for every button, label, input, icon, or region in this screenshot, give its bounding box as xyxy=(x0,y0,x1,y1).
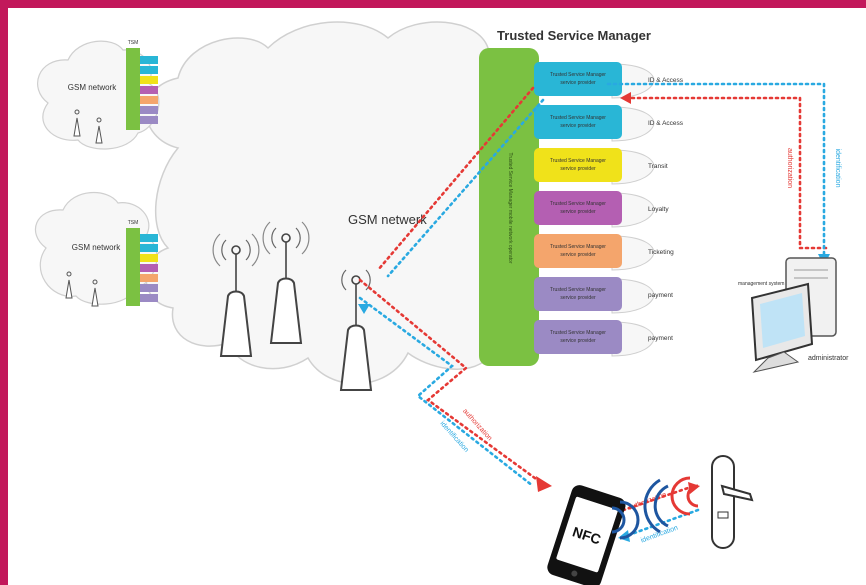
small-tsm-box-top xyxy=(126,48,140,130)
provider-label: service provider xyxy=(560,252,596,258)
provider-label: service provider xyxy=(560,123,596,129)
provider-category: Loyalty xyxy=(648,206,669,213)
provider-box xyxy=(534,234,622,268)
phone-authorization-label: authorization xyxy=(461,408,493,443)
provider-row: Trusted Service Manager service provider p… xyxy=(534,320,673,357)
tsm-title: Trusted Service Manager xyxy=(497,28,651,43)
provider-box xyxy=(534,320,622,354)
provider-label: Trusted Service Manager xyxy=(550,72,606,78)
arrow-red-phone xyxy=(536,476,552,492)
tower-to-phone-red xyxy=(358,278,545,486)
arrow-red-admin xyxy=(620,92,631,104)
provider-label: service provider xyxy=(560,166,596,172)
nfc-tsm-architecture-diagram: GSM network TSM GSM network TSM GSM netw… xyxy=(34,21,849,585)
tower-3 xyxy=(339,269,373,391)
tsm-to-tower-red xyxy=(376,86,535,272)
provider-category: ID & Access xyxy=(648,120,684,127)
provider-box xyxy=(534,191,622,225)
provider-box xyxy=(534,148,622,182)
provider-box xyxy=(534,105,622,139)
provider-label: service provider xyxy=(560,80,596,86)
mini-antenna-bottom-2 xyxy=(91,279,99,307)
tower-to-phone-blue xyxy=(358,296,535,488)
admin-identification-label: identification xyxy=(834,149,841,188)
nfc-phone: NFC xyxy=(547,485,626,585)
small-cloud-bottom-label: GSM network xyxy=(72,243,121,252)
small-cloud-top: GSM network TSM xyxy=(37,40,160,150)
management-computer: management system administrator xyxy=(738,257,849,373)
monitor-stand xyxy=(752,351,800,373)
management-label: management system xyxy=(738,281,784,287)
gsm-network-label: GSM netwerk xyxy=(348,212,427,227)
lock-plate xyxy=(711,455,735,549)
tower-1 xyxy=(212,233,260,357)
provider-category: payment xyxy=(648,292,673,299)
provider-label: Trusted Service Manager xyxy=(550,287,606,293)
mini-antenna-bottom-1 xyxy=(65,271,73,299)
provider-box xyxy=(534,277,622,311)
small-cloud-bottom: GSM network TSM xyxy=(34,191,158,307)
provider-label: service provider xyxy=(560,338,596,344)
provider-row: Trusted Service Manager service provider p… xyxy=(534,277,673,314)
small-box-top-label: TSM xyxy=(128,40,139,46)
tsm-vertical-text: Trusted Service Manager mobile network o… xyxy=(507,153,513,264)
arrow-blue-tower xyxy=(358,304,370,314)
administrator-label: administrator xyxy=(808,355,849,362)
provider-box xyxy=(534,62,622,96)
mini-antenna-top-1 xyxy=(73,109,81,137)
tsm-operator-block xyxy=(479,48,539,366)
small-cloud-top-label: GSM network xyxy=(68,83,117,92)
provider-label: service provider xyxy=(560,295,596,301)
provider-label: service provider xyxy=(560,209,596,215)
admin-authorization-label: authorization xyxy=(786,148,793,188)
lock-handle xyxy=(720,484,754,502)
phone-screen xyxy=(556,496,618,573)
nfc-wave-icon xyxy=(611,476,699,540)
provider-label: Trusted Service Manager xyxy=(550,115,606,121)
provider-category: Ticketing xyxy=(648,249,674,256)
provider-label: Trusted Service Manager xyxy=(550,244,606,250)
small-box-bottom-label: TSM xyxy=(128,220,139,226)
provider-row: Trusted Service Manager service provider I… xyxy=(534,62,684,99)
provider-category: ID & Access xyxy=(648,77,684,84)
tsm-to-tower-blue xyxy=(386,98,545,278)
provider-label: Trusted Service Manager xyxy=(550,330,606,336)
provider-row: Trusted Service Manager service provider I… xyxy=(534,105,684,142)
flow-lines xyxy=(358,82,828,538)
provider-row: Trusted Service Manager service provider T… xyxy=(534,148,668,185)
provider-category: Transit xyxy=(648,163,668,170)
admin-identification-flow xyxy=(606,82,826,258)
door-lock-icon xyxy=(711,455,754,549)
diagram-frame: GSM network TSM GSM network TSM GSM netw… xyxy=(8,8,866,585)
tower-2 xyxy=(262,221,310,344)
provider-row: Trusted Service Manager service provider L… xyxy=(534,191,669,228)
mini-antenna-top-2 xyxy=(95,117,103,144)
monitor-screen xyxy=(760,293,805,348)
admin-authorization-flow xyxy=(629,96,828,250)
provider-label: Trusted Service Manager xyxy=(550,158,606,164)
provider-category: payment xyxy=(648,335,673,342)
provider-label: Trusted Service Manager xyxy=(550,201,606,207)
small-tsm-box-bottom xyxy=(126,228,140,306)
provider-row: Trusted Service Manager service provider T… xyxy=(534,234,674,271)
